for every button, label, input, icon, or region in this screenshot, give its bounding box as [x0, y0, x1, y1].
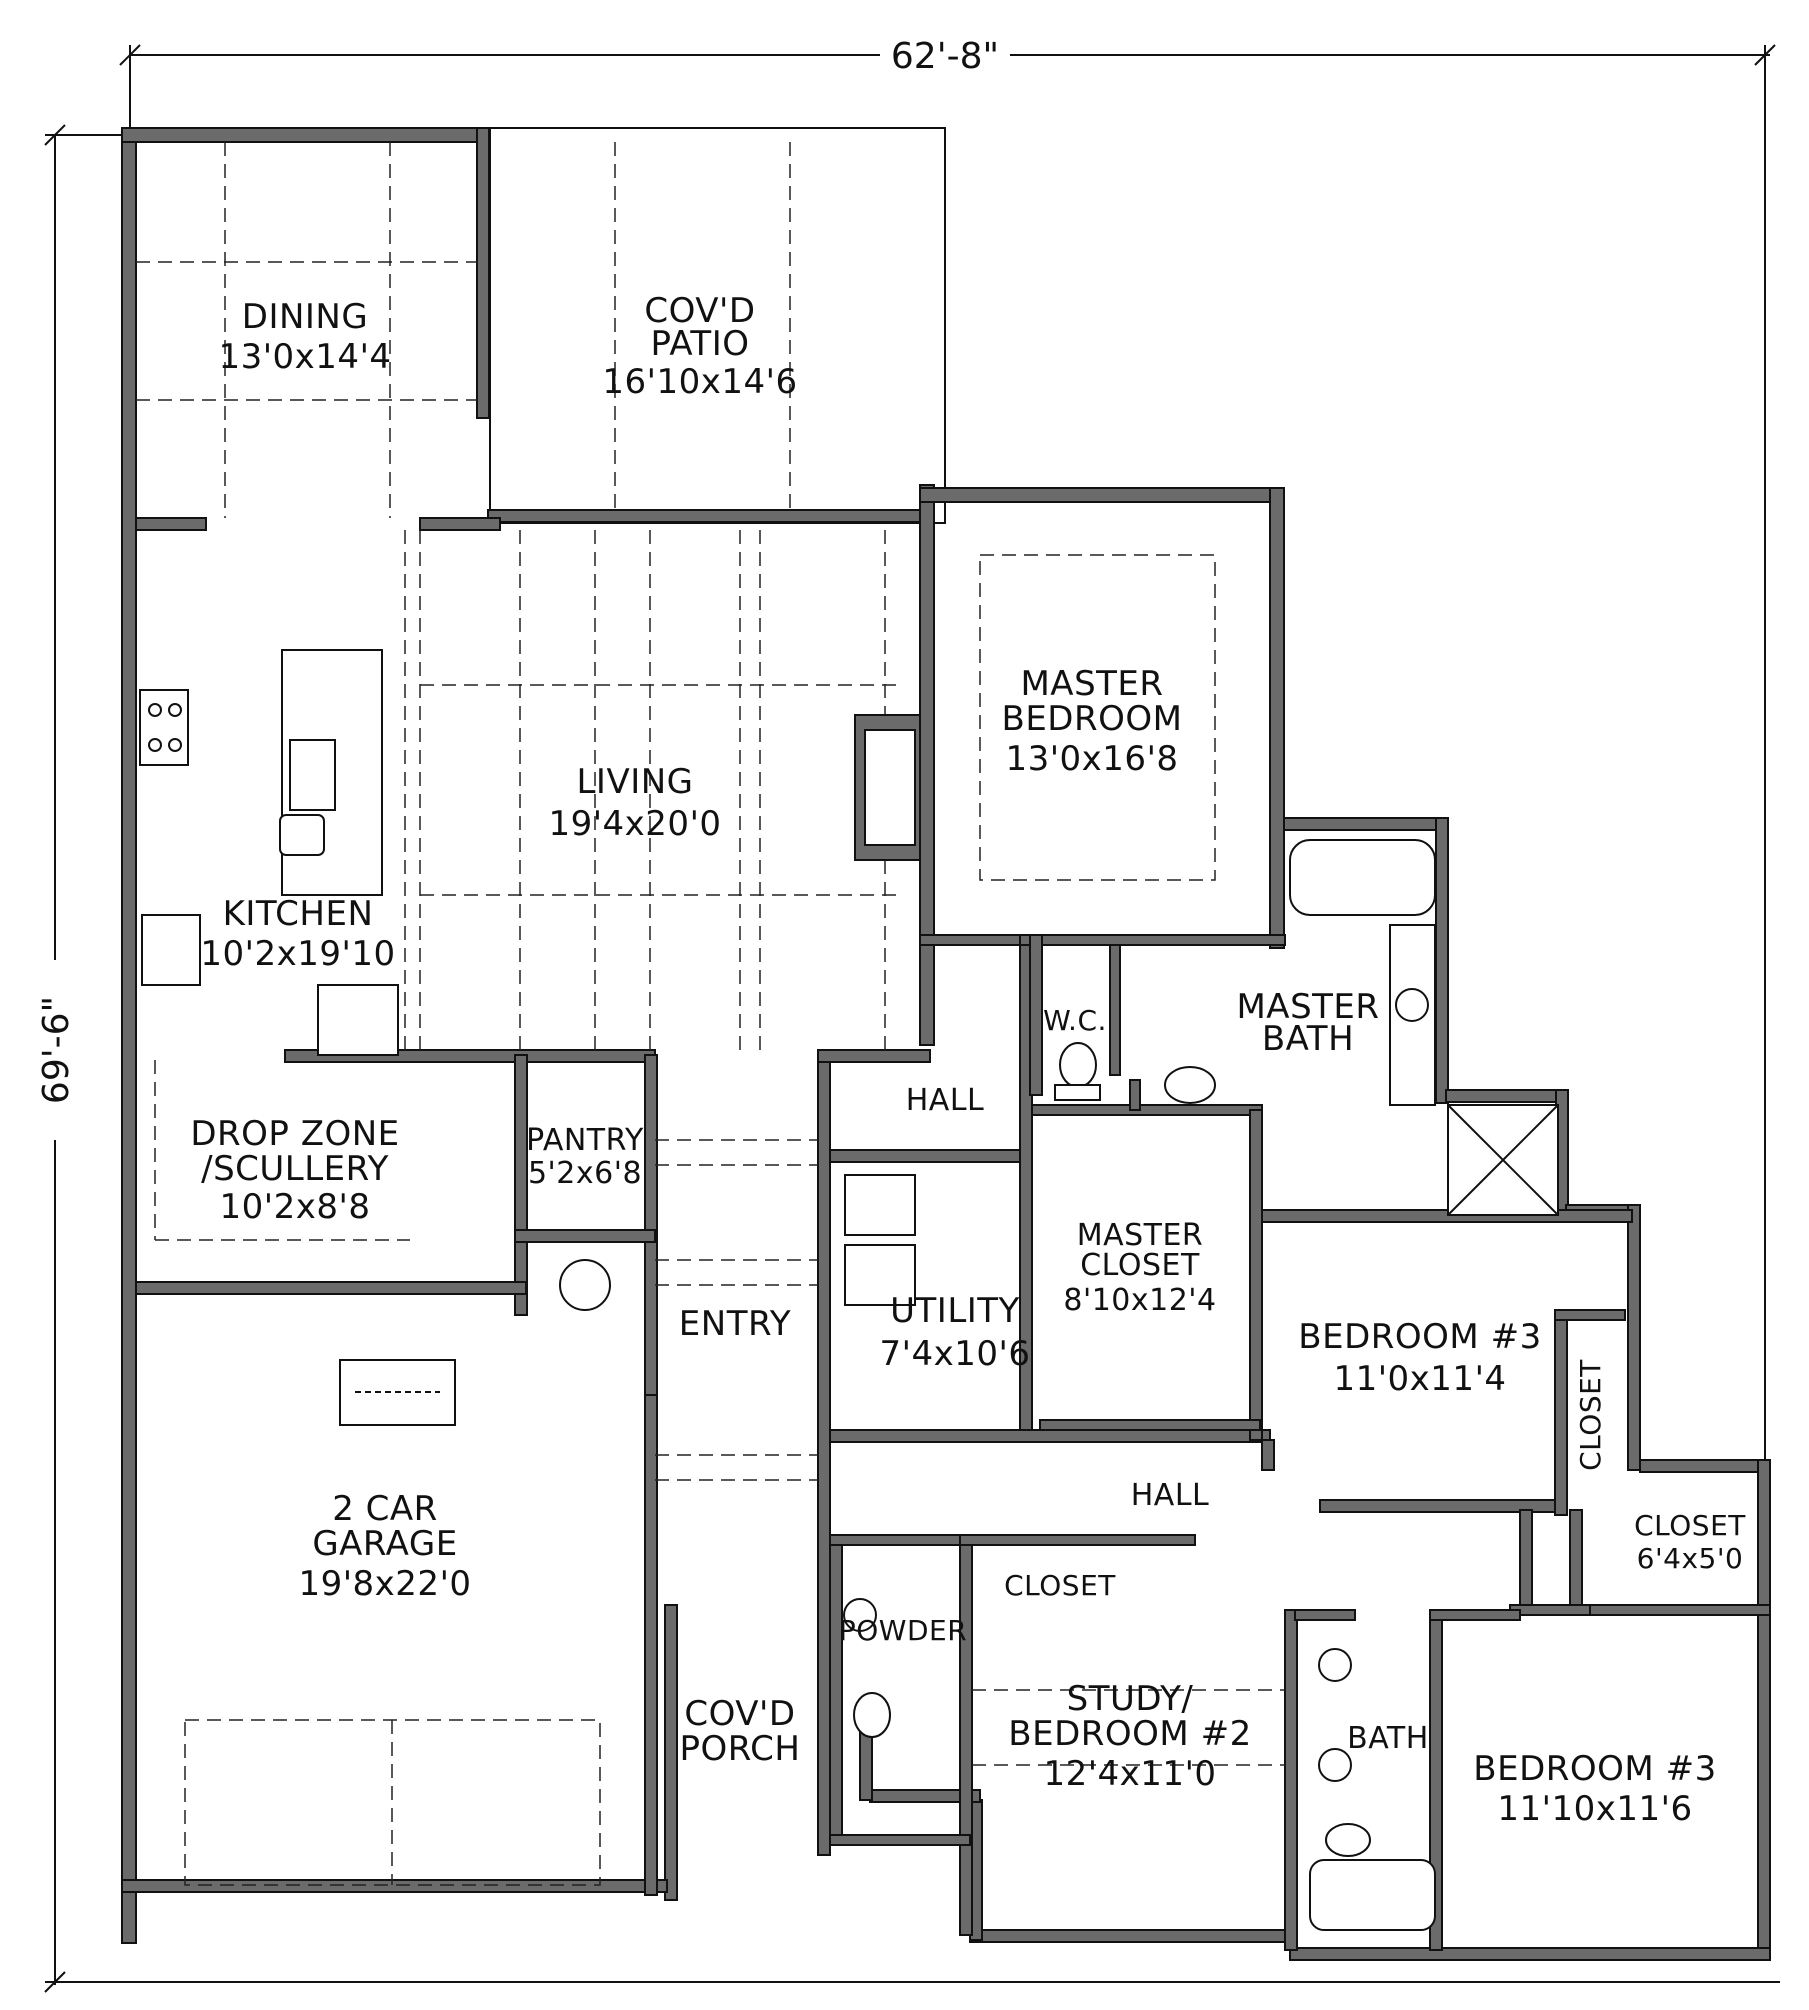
utility-name: UTILITY [890, 1291, 1020, 1331]
master-bath-name-2: BATH [1262, 1019, 1354, 1059]
bedroom-upper-size: 11'0x11'4 [1333, 1359, 1506, 1399]
hall-lower-name: HALL [1131, 1478, 1210, 1513]
study-size: 12'4x11'0 [1043, 1754, 1216, 1794]
pantry-size: 5'2x6'8 [528, 1156, 642, 1191]
bedroom-lower-size: 11'10x11'6 [1497, 1789, 1692, 1829]
porch-name-2: PORCH [679, 1729, 800, 1769]
patio-size: 16'10x14'6 [602, 362, 797, 402]
exterior-walls [121, 127, 1771, 1961]
drop-zone-size: 10'2x8'8 [220, 1187, 371, 1227]
pantry-name: PANTRY [526, 1123, 644, 1158]
dimension-lines [44, 44, 1780, 1993]
fixtures [139, 649, 1559, 1931]
garage-size: 19'8x22'0 [298, 1564, 471, 1604]
study-name-1: STUDY/ [1067, 1679, 1194, 1719]
dining-name: DINING [242, 297, 368, 337]
closet-right-size: 6'4x5'0 [1637, 1542, 1744, 1575]
depth-dimension-label: 69'-6" [36, 996, 77, 1104]
room-labels: DINING 13'0x14'4 COV'D PATIO 16'10x14'6 … [190, 291, 1746, 1829]
closet-vertical-name: CLOSET [1574, 1359, 1607, 1471]
kitchen-size: 10'2x19'10 [200, 934, 395, 974]
drop-zone-name-2: /SCULLERY [201, 1149, 389, 1189]
master-bedroom-name-2: BEDROOM [1002, 699, 1183, 739]
powder-name: POWDER [839, 1614, 967, 1647]
wc-name: W.C. [1043, 1004, 1107, 1037]
entry-name: ENTRY [679, 1304, 791, 1344]
hall-upper-name: HALL [906, 1083, 985, 1118]
width-dimension-label: 62'-8" [891, 36, 999, 77]
drop-zone-name-1: DROP ZONE [190, 1114, 399, 1154]
garage-name-2: GARAGE [312, 1524, 457, 1564]
master-bedroom-size: 13'0x16'8 [1005, 739, 1178, 779]
ceiling-dashed-lines [136, 142, 1285, 1886]
closet-right-name: CLOSET [1634, 1509, 1746, 1542]
bath-name: BATH [1347, 1721, 1429, 1756]
master-closet-name-2: CLOSET [1080, 1248, 1200, 1283]
patio-name-1: COV'D [644, 291, 755, 331]
study-name-2: BEDROOM #2 [1008, 1714, 1251, 1754]
master-closet-size: 8'10x12'4 [1063, 1283, 1216, 1318]
kitchen-name: KITCHEN [223, 894, 374, 934]
bedroom-upper-name: BEDROOM #3 [1298, 1317, 1541, 1357]
master-closet-name-1: MASTER [1077, 1218, 1204, 1253]
dining-size: 13'0x14'4 [218, 337, 391, 377]
patio-name-2: PATIO [650, 324, 749, 364]
master-bath-name-1: MASTER [1236, 987, 1379, 1027]
porch-name-1: COV'D [684, 1694, 795, 1734]
living-name: LIVING [576, 762, 693, 802]
utility-size: 7'4x10'6 [880, 1334, 1031, 1374]
living-size: 19'4x20'0 [548, 804, 721, 844]
bedroom-lower-name: BEDROOM #3 [1473, 1749, 1716, 1789]
master-bedroom-name-1: MASTER [1020, 664, 1163, 704]
garage-name-1: 2 CAR [332, 1489, 438, 1529]
closet-study-name: CLOSET [1004, 1569, 1116, 1602]
